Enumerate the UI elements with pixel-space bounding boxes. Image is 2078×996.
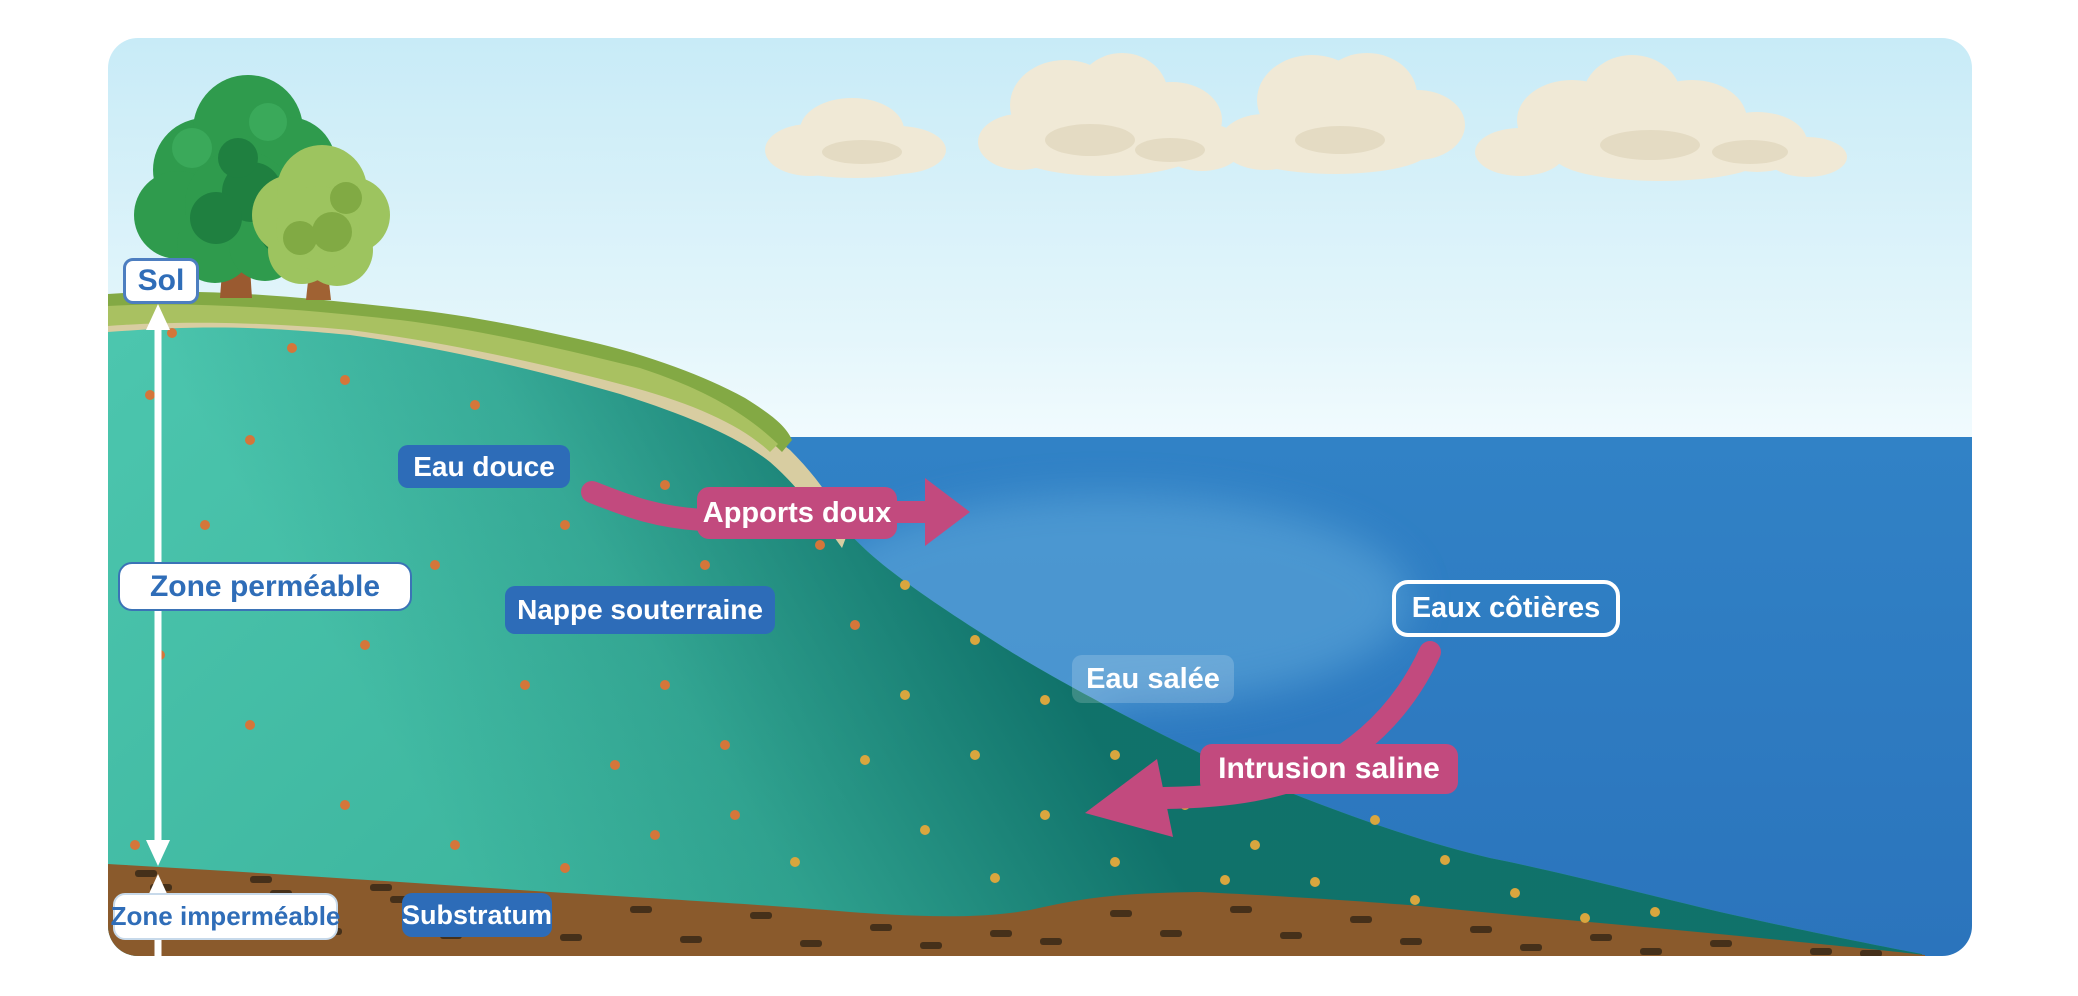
sol-label: Sol	[123, 258, 199, 304]
nappe-souterraine-label: Nappe souterraine	[505, 586, 775, 634]
cloud-icon	[765, 98, 946, 178]
soil-layer	[108, 307, 848, 548]
substratum-dashes	[135, 870, 1882, 956]
grass-highlight	[108, 304, 778, 452]
cloud-icon	[1220, 53, 1465, 174]
intrusion-saline-label: Intrusion saline	[1200, 744, 1458, 794]
substratum-layer	[108, 864, 1925, 956]
cloud-icon	[978, 53, 1242, 176]
substratum-label: Substratum	[402, 893, 552, 937]
apports-doux-label: Apports doux	[697, 487, 897, 539]
diagram-canvas	[108, 38, 1972, 956]
clouds-icon	[765, 53, 1847, 181]
eau-salee-label: Eau salée	[1072, 655, 1234, 703]
cloud-icon	[1475, 55, 1847, 181]
eaux-cotieres-label: Eaux côtières	[1392, 580, 1620, 637]
zone-impermeable-label: Zone imperméable	[111, 893, 340, 940]
zone-permeable-label: Zone perméable	[118, 562, 412, 611]
eau-douce-label: Eau douce	[398, 445, 570, 488]
tree-icon	[252, 145, 390, 300]
grass-layer	[108, 291, 792, 452]
